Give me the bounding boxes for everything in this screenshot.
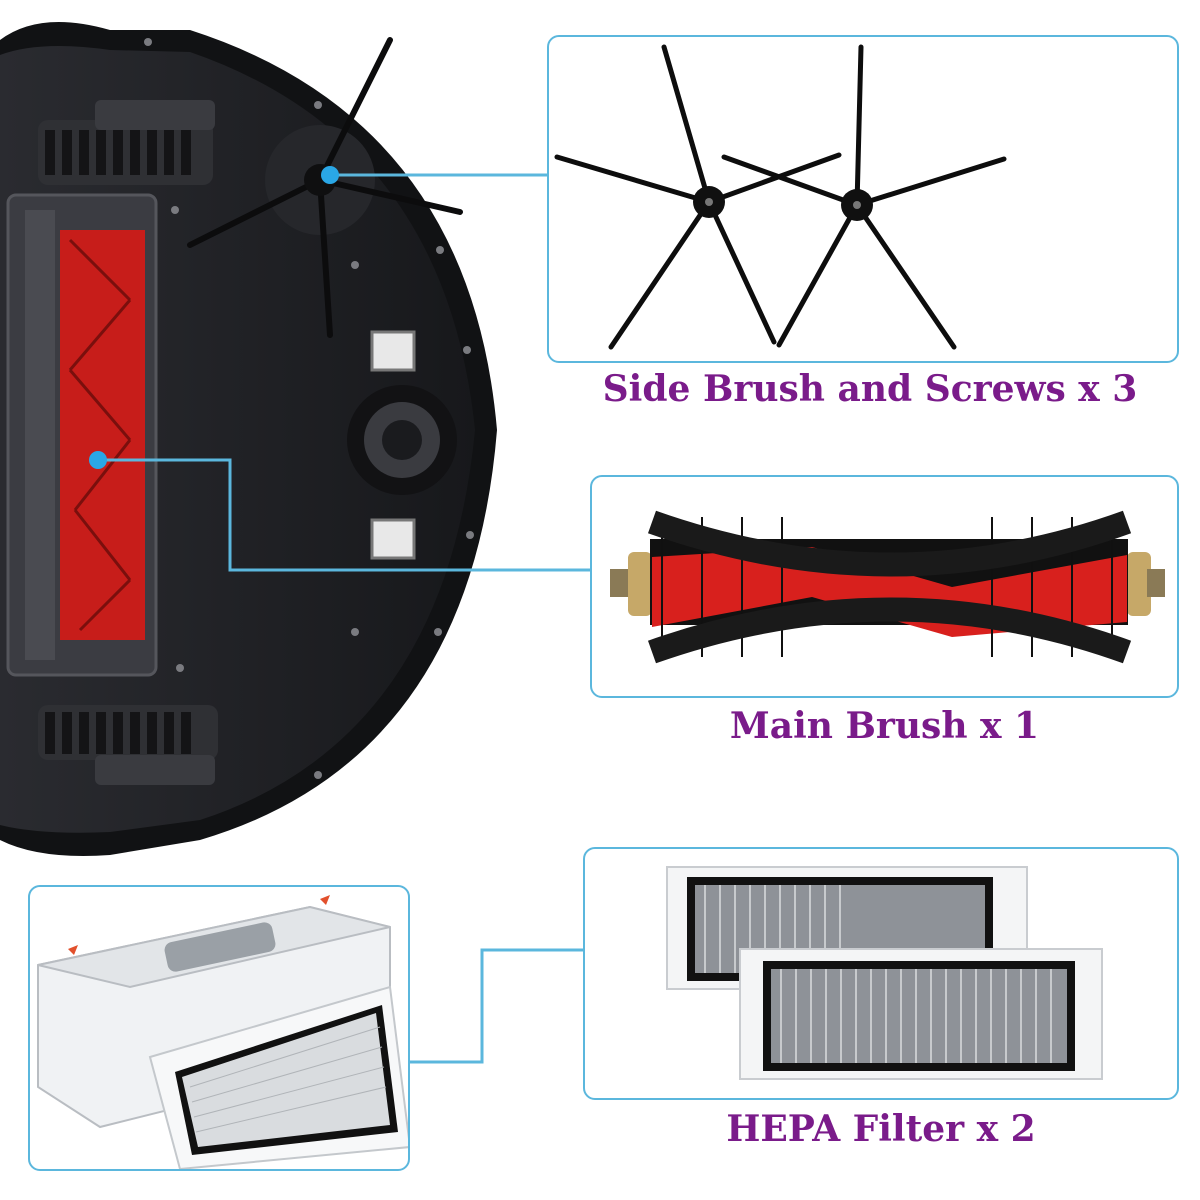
dustbin-panel: [28, 885, 410, 1171]
main-brush-panel: [590, 475, 1179, 698]
callout-dot: [321, 166, 339, 184]
robot-vacuum-underside: [0, 22, 497, 856]
side-brush-panel: [547, 35, 1179, 363]
main-brush-caption: Main Brush x 1: [729, 705, 1040, 747]
side-brush-icon: [554, 44, 1007, 350]
side-brush-caption: Side Brush and Screws x 3: [602, 368, 1138, 410]
hepa-filter-caption: HEPA Filter x 2: [726, 1108, 1036, 1150]
main-brush-icon: [610, 510, 1165, 664]
hepa-filter-icon: [666, 866, 1103, 1080]
hepa-filter-panel: [583, 847, 1179, 1100]
callout-dot: [89, 451, 107, 469]
dustbin-icon: [37, 895, 408, 1169]
